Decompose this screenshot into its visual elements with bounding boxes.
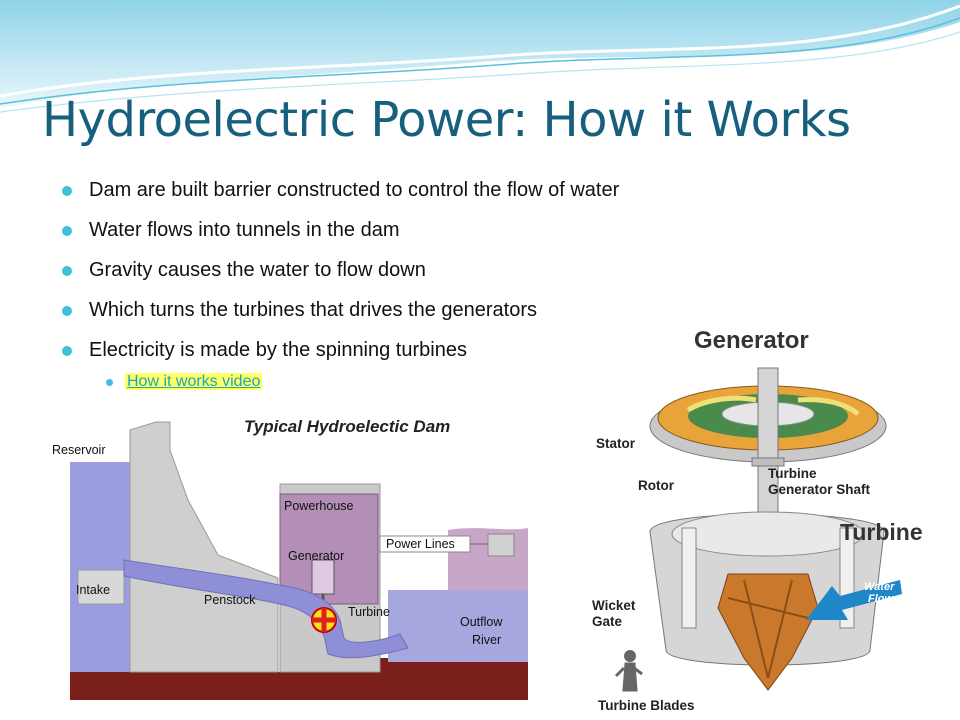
label-turbine-shaft: Turbine [768,466,817,481]
sub-bullet-item: How it works video [106,370,263,394]
label-generator: Generator [288,549,344,563]
transformer [487,533,515,557]
label-generator-title: Generator [694,327,809,354]
label-river: River [472,633,501,647]
penstock-tunnel [123,559,409,659]
slide-title: Hydroelectric Power: How it Works [42,92,851,148]
generator-turbine-diagram: Generator Stator Rotor Turbine Generator… [578,318,960,720]
label-reservoir: Reservoir [52,443,106,457]
label-turbine-title: Turbine [840,519,923,545]
bullet-item: Electricity is made by the spinning turb… [62,336,922,376]
label-turbine: Turbine [348,605,390,619]
label-flow: Flow [868,593,894,605]
label-stator: Stator [596,436,636,451]
river-water [388,590,528,662]
label-outflow: Outflow [460,615,503,629]
label-penstock: Penstock [204,593,256,607]
dam-diagram-title: Typical Hydroelectic Dam [244,417,450,436]
intake-gate [77,569,125,605]
label-turbine-blades: Turbine Blades [598,698,695,713]
label-power-lines: Power Lines [386,537,455,551]
bullet-item: Gravity causes the water to flow down [62,256,922,296]
ground [70,658,528,700]
how-it-works-video-link[interactable]: How it works video [125,373,263,390]
label-gate: Gate [592,614,623,629]
bullet-list: Dam are built barrier constructed to con… [62,176,922,376]
label-powerhouse: Powerhouse [284,499,354,513]
water-flow-arrow [806,580,902,620]
turbine-blades [717,573,819,691]
dam-wall [129,421,279,673]
label-rotor: Rotor [638,478,675,493]
dam-diagram: Typical Hydroelectic Dam Reservoir Power… [48,410,528,700]
label-water: Water [864,581,895,593]
bullet-item: Dam are built barrier constructed to con… [62,176,922,216]
label-intake: Intake [76,583,110,597]
bullet-item: Water flows into tunnels in the dam [62,216,922,256]
generator-block [311,559,335,595]
header-waves-decoration [0,0,960,113]
label-wicket: Wicket [592,598,636,613]
bullet-item: Which turns the turbines that drives the… [62,296,922,336]
sub-bullet-list: How it works video [106,370,263,394]
label-generator-shaft: Generator Shaft [768,482,871,497]
